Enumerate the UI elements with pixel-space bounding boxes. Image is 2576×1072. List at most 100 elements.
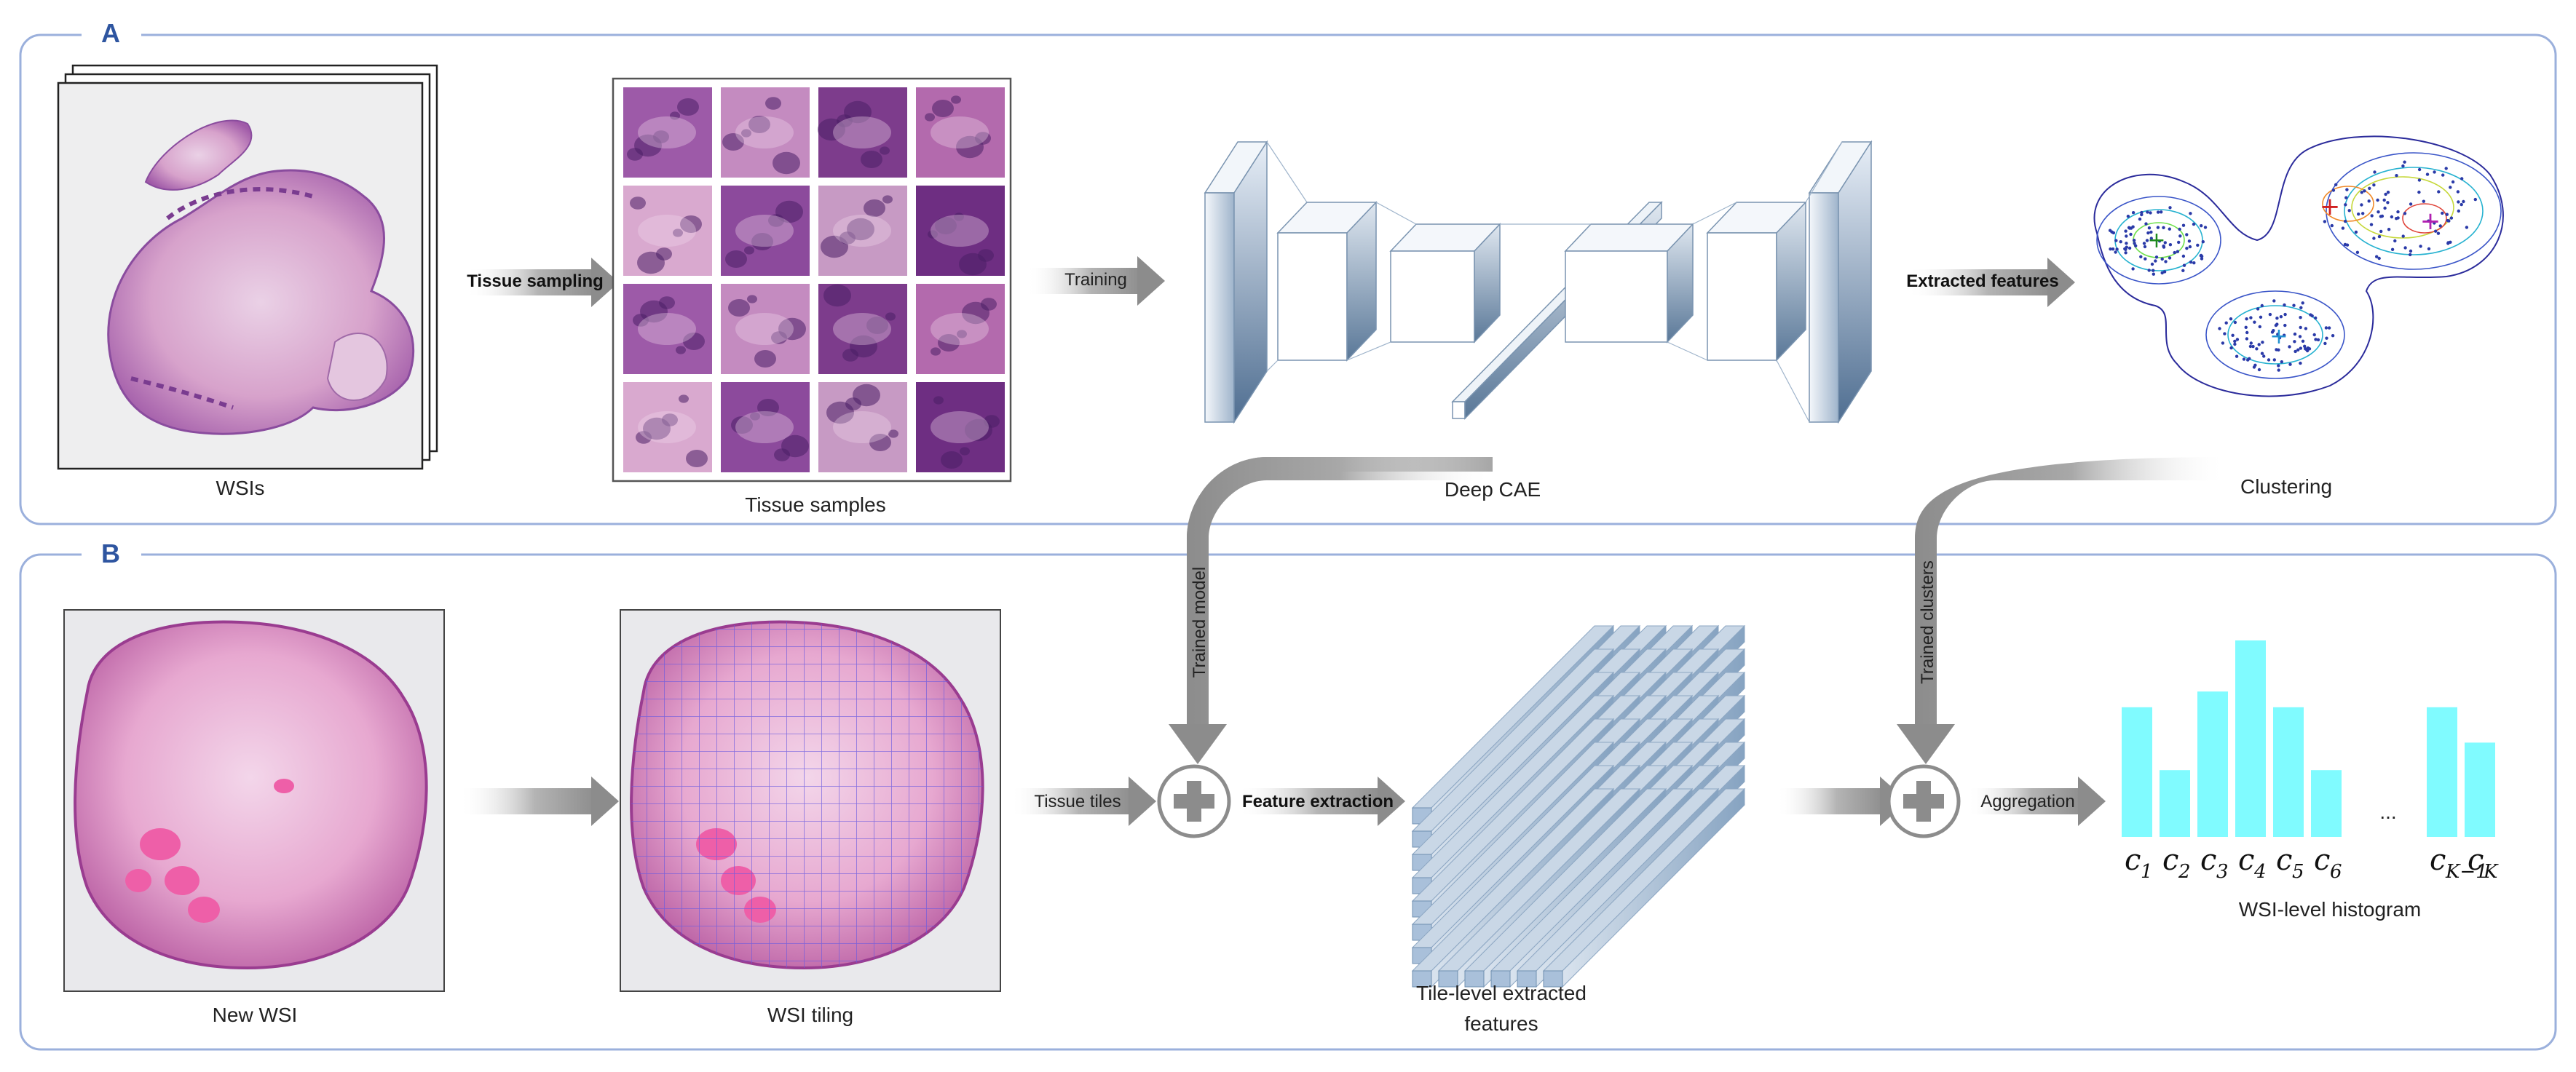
cluster-dot [2396,210,2400,214]
svg-text:+: + [2320,192,2341,221]
cluster-dot [2127,246,2132,250]
histogram-bar [2235,640,2266,837]
histogram-bin-label: c [2468,843,2484,877]
cluster-dot [2233,320,2237,325]
clustering-plot: + + + + [2093,135,2504,397]
cluster-dot [2409,253,2412,257]
cluster-dot [2409,249,2413,253]
cluster-dot [2156,226,2160,229]
cluster-dot [2224,321,2228,325]
cluster-dot [2108,229,2112,232]
cluster-dot [2262,354,2266,358]
cluster-dot [2331,188,2336,192]
cluster-dot [2189,212,2192,215]
cluster-dot [2390,247,2395,251]
histogram-bin-subscript: 1 [2141,861,2153,883]
extracted-features-label: Extracted features [1906,271,2058,291]
cluster-dot [2293,340,2296,344]
cluster-dot [2460,202,2463,207]
tissue-patch [818,186,907,276]
cluster-dot [2372,237,2376,240]
cluster-dot [2293,349,2297,354]
cluster-dot [2344,196,2348,199]
cluster-dot [2465,226,2469,229]
tissue-samples-label: Tissue samples [745,493,885,516]
tissue-patch [916,284,1005,374]
cluster-dot [2119,240,2122,244]
cluster-dot [2441,211,2444,215]
histogram-bar [2122,707,2152,837]
cluster-dot [2129,232,2133,237]
cluster-dot [2449,216,2454,220]
cluster-dot [2376,198,2379,202]
tissue-patch [818,284,907,374]
cluster-dot [2173,250,2176,255]
cluster-dot [2115,247,2119,251]
clustering-label: Clustering [2240,475,2332,498]
cluster-dot [2382,198,2386,202]
deep-cae-network [1204,140,1873,424]
aggregation-arrow [1967,777,2106,826]
feature-extraction-label: Feature extraction [1242,792,1394,811]
cluster-dot [2444,167,2448,170]
cluster-dot [2145,239,2149,242]
cluster-dot [2325,336,2328,340]
cluster-dot [2277,364,2280,368]
cluster-dot [2255,347,2259,351]
cluster-dot [2445,213,2449,216]
cluster-dot [2292,303,2296,307]
cluster-dot [2140,210,2144,215]
tissue-patch [721,284,810,374]
cluster-dot [2304,327,2308,330]
cluster-dot [2147,226,2152,230]
cluster-dot [2168,256,2172,260]
deep-cae-label: Deep CAE [1445,478,1541,501]
cluster-dot [2275,322,2279,326]
cluster-dot [2427,247,2431,251]
trained-model-label: Trained model [1190,567,1209,678]
wsi-tiling-label: WSI tiling [767,1004,853,1026]
cluster-dot [2162,244,2165,248]
cluster-dot [2253,320,2256,324]
tissue-patch [916,186,1005,276]
cluster-dot [2457,209,2460,213]
cluster-dot [2125,242,2128,245]
cluster-dot [2283,323,2287,327]
cluster-dot [2390,215,2394,219]
cluster-dot [2127,226,2131,229]
new-wsi-label: New WSI [213,1004,298,1026]
cluster-dot [2223,332,2227,336]
tissue-patch [623,382,712,472]
cluster-dot [2181,254,2186,258]
cluster-dot [2368,186,2371,190]
cluster-dot [2357,213,2360,216]
cluster-dot [2433,221,2436,225]
new-wsi-image [63,609,445,992]
cluster-dot [2160,210,2163,214]
cluster-dot [2434,229,2438,233]
cluster-dot [2449,186,2452,189]
cluster-dot [2235,338,2240,341]
panel-a-letter: A [101,18,120,48]
histogram-bar [2160,770,2190,837]
cluster-dot [2384,192,2387,196]
cluster-dot [2178,234,2182,238]
cluster-dot [2283,333,2286,337]
cluster-dot [2147,269,2151,272]
cluster-dot [2441,173,2445,177]
histogram-bin-label: c [2238,843,2254,877]
cluster-dot [2249,341,2253,345]
tissue-patch [721,186,810,276]
cluster-dot [2293,332,2297,336]
cluster-dot [2386,201,2390,205]
tissue-patch [916,382,1005,472]
cluster-dot [2164,260,2168,263]
cluster-dot [2473,197,2477,202]
cluster-dot [2279,315,2283,319]
histogram-bin-subscript: 6 [2330,861,2342,883]
cluster-dot [2457,200,2460,204]
cluster-dot [2334,183,2338,186]
cluster-dot [2162,270,2167,274]
cluster-dot [2299,325,2302,330]
